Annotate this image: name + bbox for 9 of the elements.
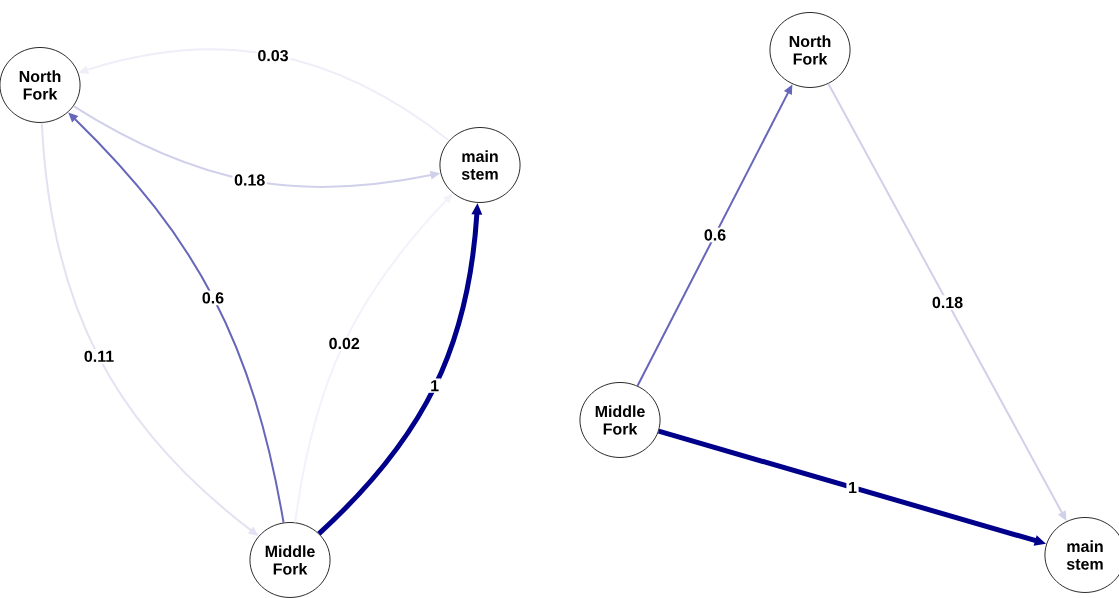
edge-label: 0.02 bbox=[327, 336, 362, 351]
edge-label: 0.6 bbox=[200, 290, 226, 306]
edge-label: 0.03 bbox=[255, 48, 291, 63]
edge-label: 1 bbox=[428, 378, 441, 393]
edge-label: 0.6 bbox=[702, 227, 728, 243]
edge-label: 0.11 bbox=[82, 349, 116, 364]
edge-label: 1 bbox=[846, 480, 859, 495]
edge-label: 0.18 bbox=[232, 172, 267, 188]
edge-label: 0.18 bbox=[930, 295, 965, 310]
